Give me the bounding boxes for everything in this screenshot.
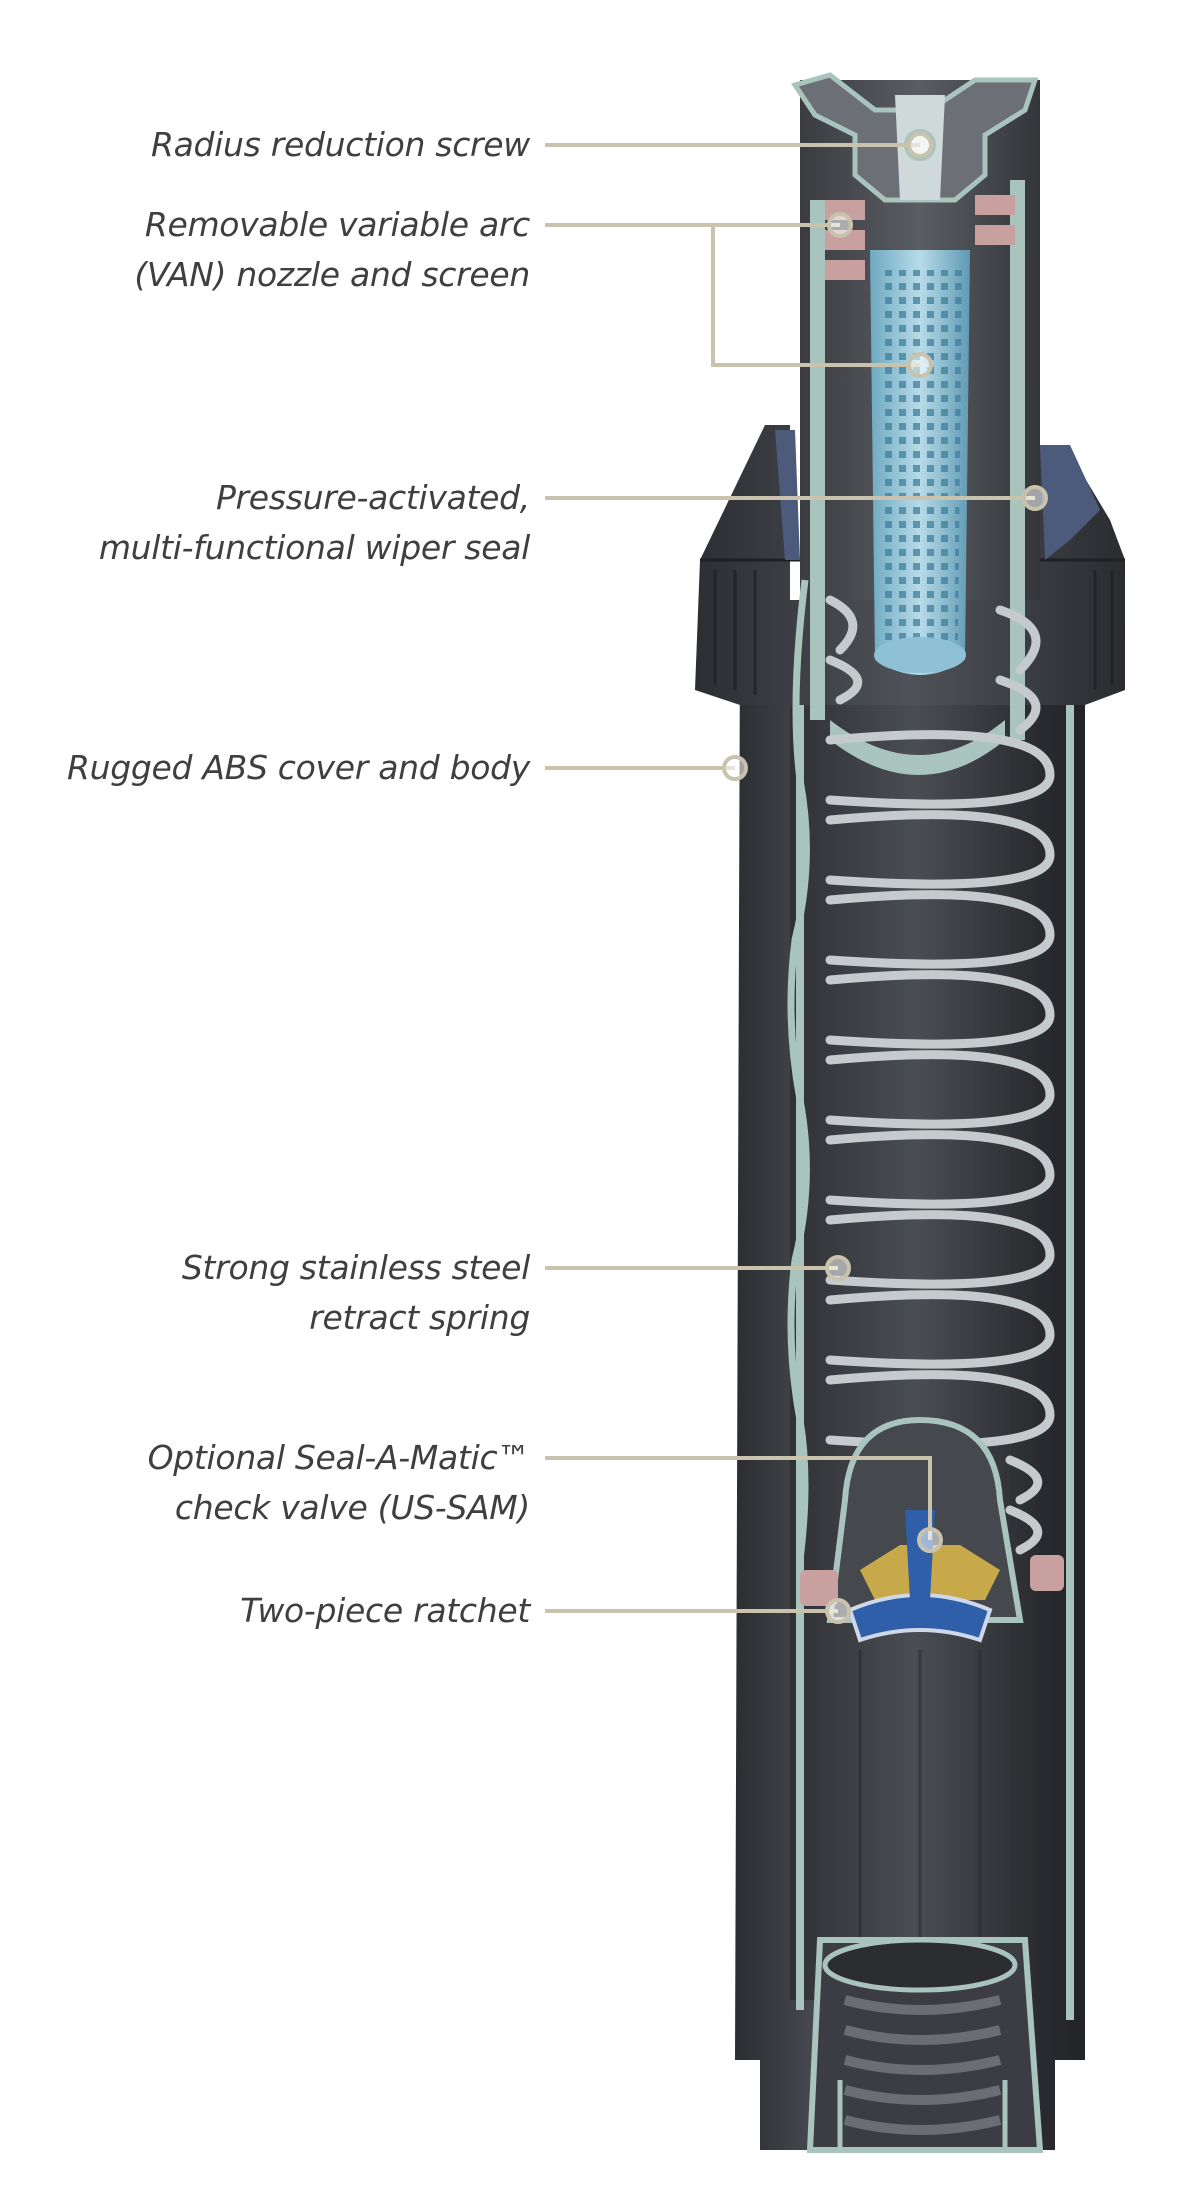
retract-spring xyxy=(825,595,1055,1555)
callout-radius-reduction-screw: Radius reduction screw xyxy=(151,120,530,170)
callout-check-valve: Optional Seal-A-Matic™ check valve (US-S… xyxy=(147,1433,531,1533)
callout-line: Removable variable arc xyxy=(144,205,530,244)
wiper-seal xyxy=(1040,445,1100,560)
seal-a-matic xyxy=(847,1593,993,1643)
callout-line: retract spring xyxy=(309,1298,530,1337)
inner-cavity xyxy=(790,640,1040,2000)
callout-line: Radius reduction screw xyxy=(150,125,530,164)
leader-lines xyxy=(545,143,1035,1613)
inlet-flats xyxy=(837,2080,1008,2150)
callout-abs-cover-body: Rugged ABS cover and body xyxy=(67,743,530,793)
callout-line: Two-piece ratchet xyxy=(240,1591,530,1630)
callout-line: multi-functional wiper seal xyxy=(98,528,530,567)
ratchet-left xyxy=(800,1570,838,1606)
callout-line: (VAN) nozzle and screen xyxy=(134,255,530,294)
callout-two-piece-ratchet: Two-piece ratchet xyxy=(240,1586,530,1636)
callout-retract-spring: Strong stainless steel retract spring xyxy=(182,1243,530,1343)
spring-guide xyxy=(787,579,810,1561)
callout-line: Rugged ABS cover and body xyxy=(66,748,530,787)
ratchet-right xyxy=(1030,1555,1064,1591)
callout-line: Pressure-activated, xyxy=(215,478,530,517)
callout-line: Optional Seal-A-Matic™ xyxy=(147,1438,531,1477)
callout-line: Strong stainless steel xyxy=(181,1248,530,1287)
callout-markers xyxy=(722,132,1048,1624)
callout-wiper-seal: Pressure-activated, multi-functional wip… xyxy=(99,473,530,573)
callout-van-nozzle: Removable variable arc (VAN) nozzle and … xyxy=(134,200,530,300)
callout-line: check valve (US-SAM) xyxy=(174,1488,530,1527)
